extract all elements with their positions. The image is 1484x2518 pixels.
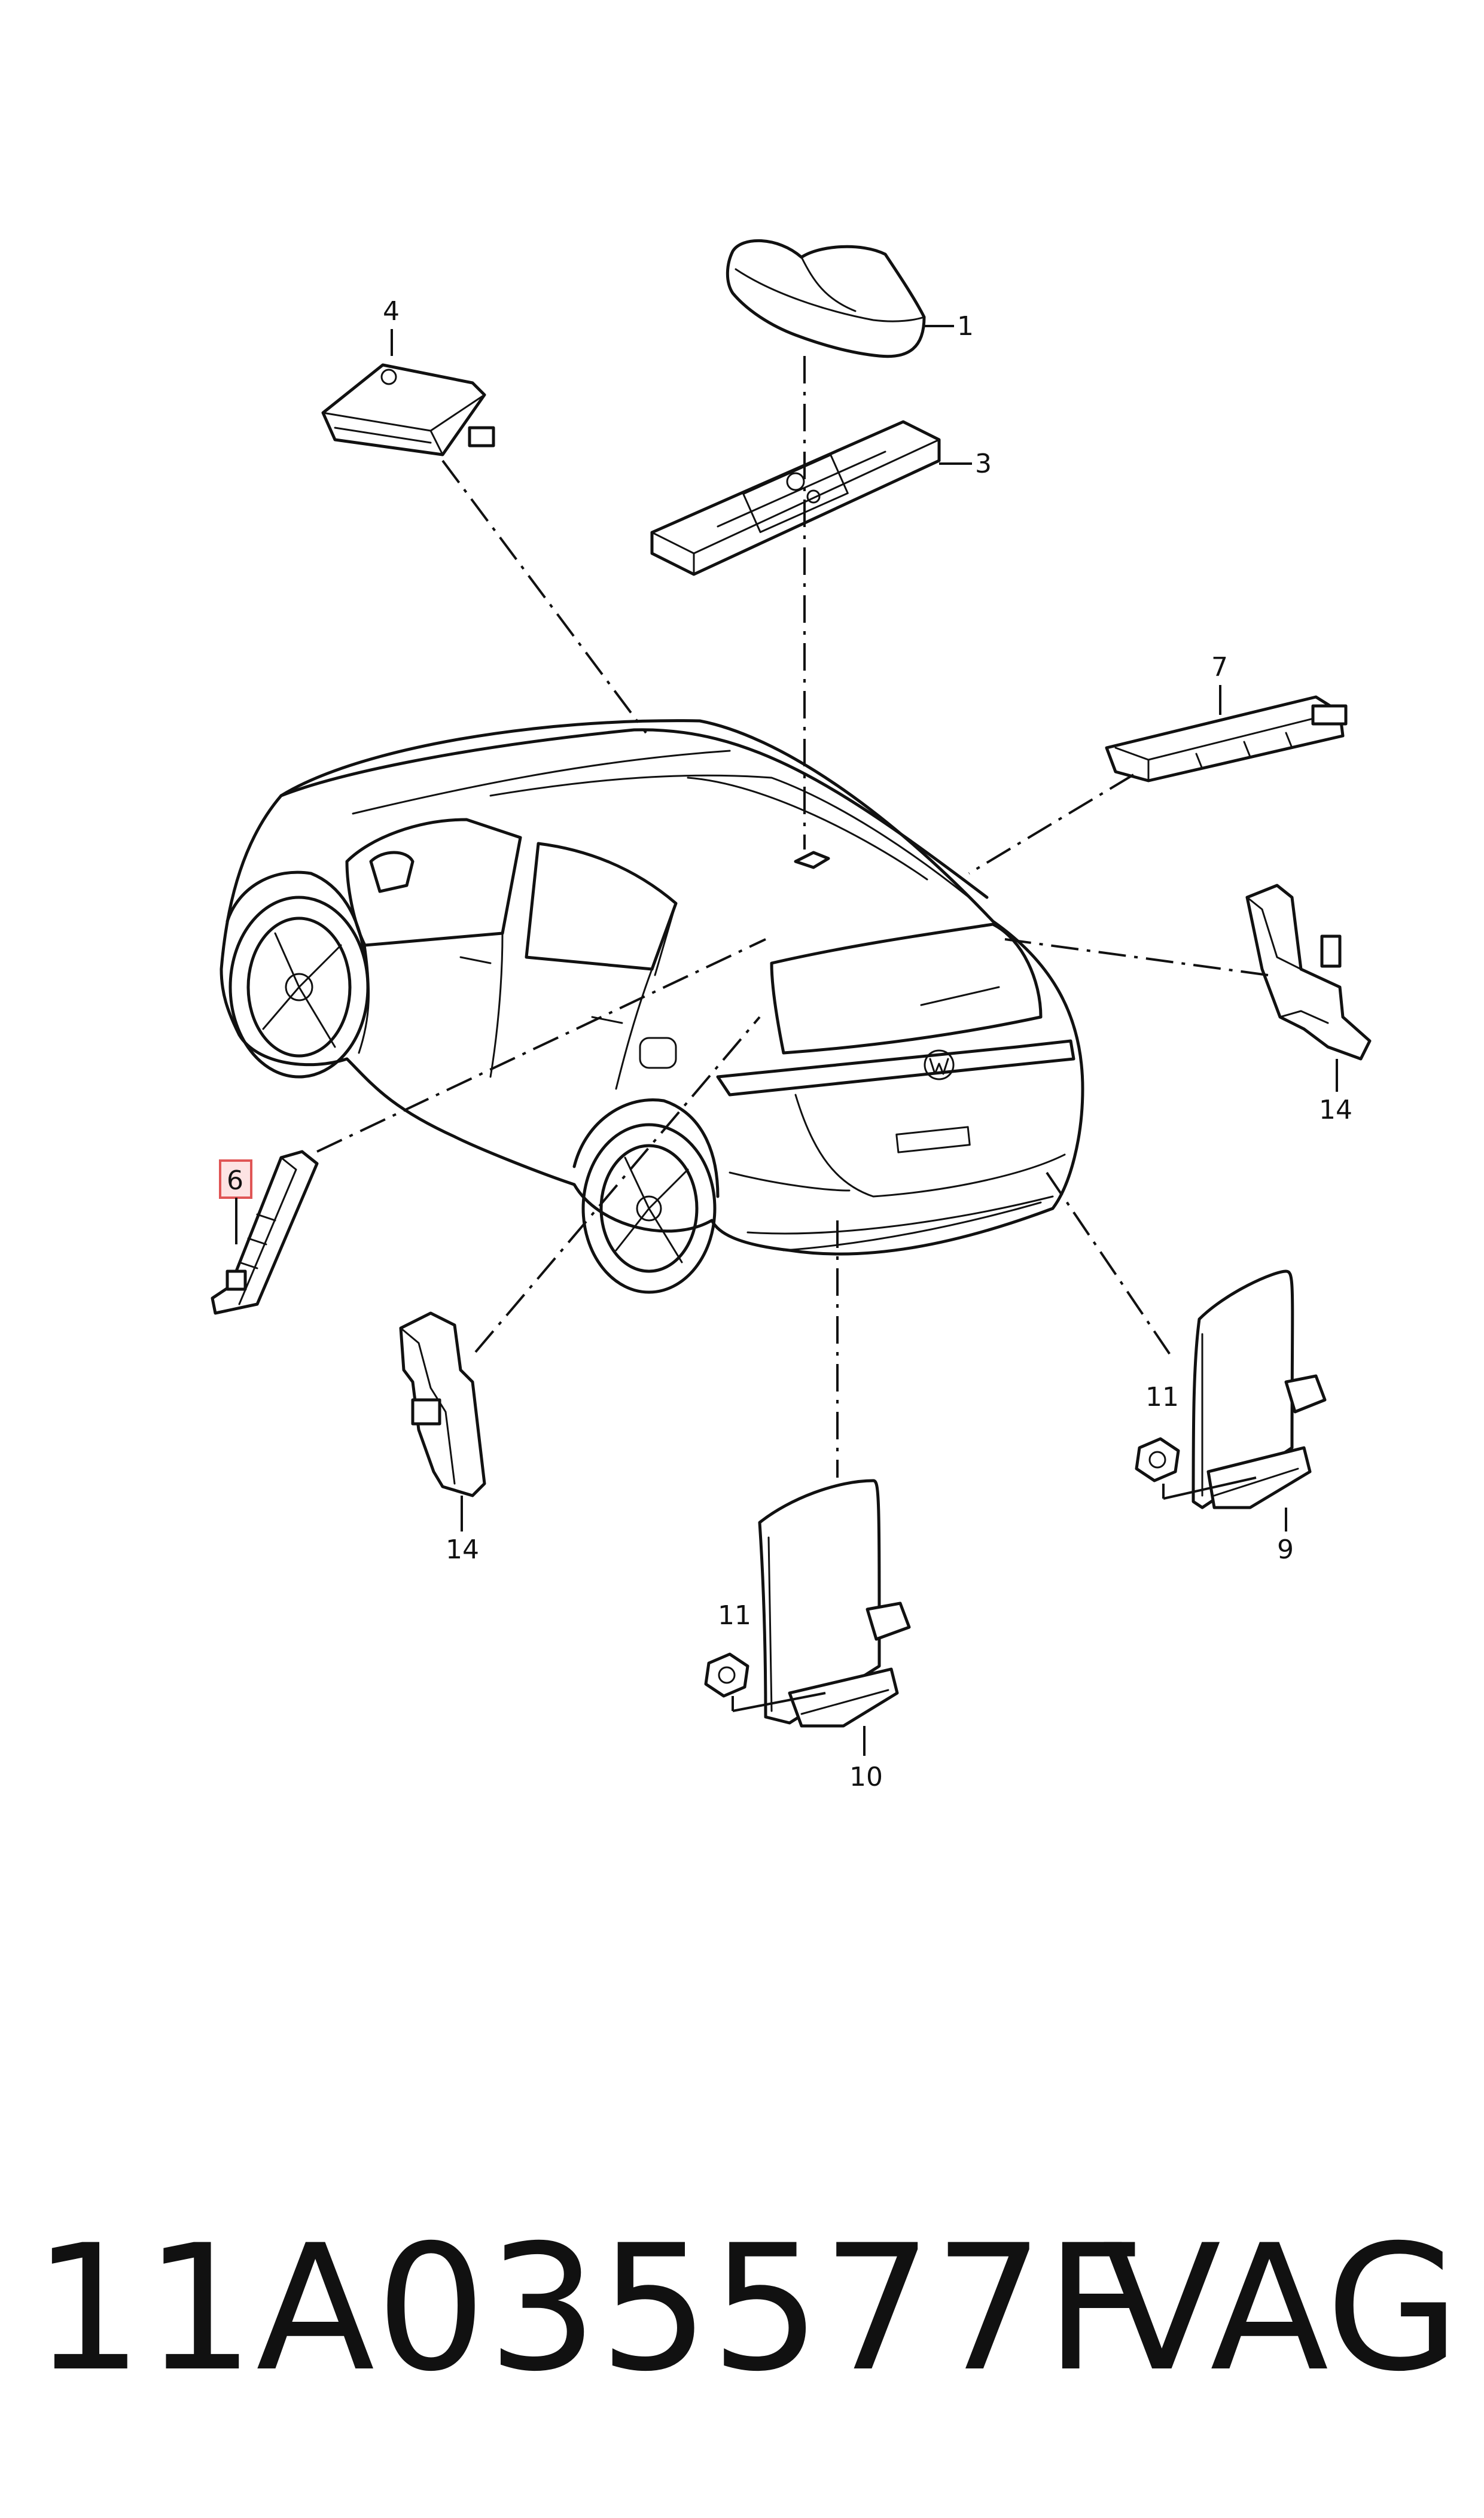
footer: 11A035577F VAG xyxy=(0,2202,1484,2417)
interior-antenna-right xyxy=(1245,884,1372,1061)
antenna-module xyxy=(650,420,941,576)
callout-11-center: 11 xyxy=(718,1600,751,1631)
nut-right xyxy=(1135,1437,1180,1482)
callout-4: 4 xyxy=(383,296,400,327)
radar-sensor-center xyxy=(758,1479,911,1728)
callout-11-right: 11 xyxy=(1145,1382,1179,1412)
callout-14-right: 14 xyxy=(1319,1095,1352,1125)
nut-center xyxy=(704,1652,749,1698)
antenna-amplifier xyxy=(1105,695,1348,783)
brand-name: VAG xyxy=(1102,2208,1460,2410)
interior-antenna-center xyxy=(399,1311,486,1497)
radar-sensor-right xyxy=(1192,1269,1327,1509)
roof-antenna-fin xyxy=(726,239,926,358)
interior-antenna-left xyxy=(211,1150,319,1315)
callout-9: 9 xyxy=(1277,1534,1294,1565)
control-unit xyxy=(321,363,495,456)
part-number: 11A035577F xyxy=(33,2208,1147,2410)
callout-6: 6 xyxy=(227,1165,243,1196)
callout-10: 10 xyxy=(849,1762,883,1792)
vehicle-illustration xyxy=(220,719,1084,1294)
leader-lines xyxy=(316,356,1269,1478)
callout-3: 3 xyxy=(975,449,992,479)
callout-7: 7 xyxy=(1211,652,1228,683)
callout-14-left: 14 xyxy=(446,1534,479,1565)
callout-1: 1 xyxy=(957,311,974,342)
